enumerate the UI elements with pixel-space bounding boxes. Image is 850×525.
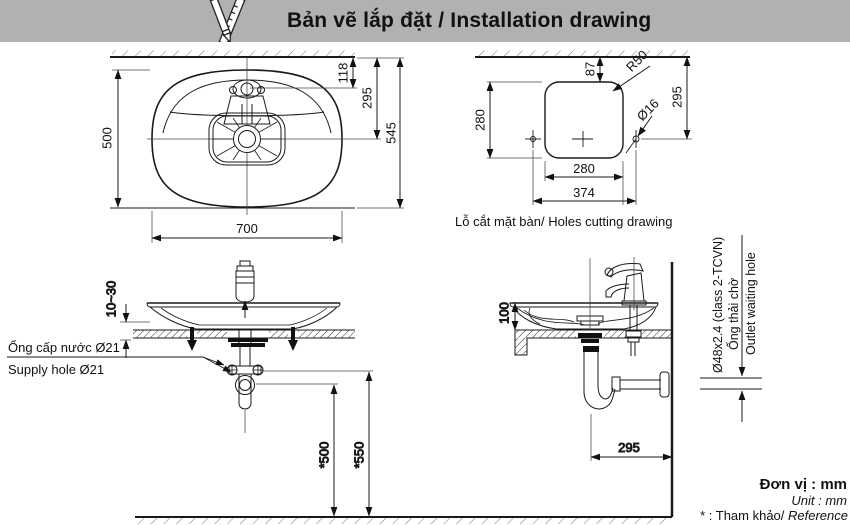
floor-hatch <box>137 518 672 524</box>
outlet-waiting-hole <box>700 235 762 422</box>
reference-note-vi: * : Tham khảo/ <box>700 508 788 523</box>
supply-label-vi: Ống cấp nước Ø21 <box>8 340 120 355</box>
unit-note-vi: Đơn vị : mm <box>760 476 847 493</box>
footer-notes: Đơn vị : mm Unit : mm * : Tham khảo/ Ref… <box>700 476 848 523</box>
dim-label-d16: Ø16 <box>634 96 662 124</box>
dim-label-545: 545 <box>383 122 398 144</box>
unit-note-en: Unit : mm <box>791 493 847 508</box>
cutout-outline <box>544 81 624 159</box>
dim-label-295r: 295 <box>669 86 684 108</box>
dim-label-295: 295 <box>359 87 374 109</box>
r50-leader <box>612 65 651 92</box>
drain-assembly-front <box>226 329 268 433</box>
center-mark <box>572 131 593 147</box>
supply-leader-1 <box>202 356 225 366</box>
dim-label-550star: *550 <box>351 442 366 469</box>
dim-label-280h: 280 <box>573 161 595 176</box>
holes-cutting-view: 280 87 R50 295 Ø16 280 374 Lỗ cắt mặt bà… <box>455 47 692 229</box>
pencil-ruler-icon <box>209 0 246 42</box>
basin-height-dim <box>509 302 519 331</box>
dim-label-500star: *500 <box>316 442 331 469</box>
d16-leader <box>637 115 653 137</box>
header-bar: Bản vẽ lắp đặt / Installation drawing <box>0 0 850 42</box>
dim-label-87: 87 <box>582 62 597 76</box>
height-dims <box>256 370 373 517</box>
outlet-label-vi: Ống thải chờ <box>726 278 741 350</box>
faucet-front <box>235 260 255 318</box>
faucet-plan <box>223 79 271 125</box>
outlet-label-en: Outlet waiting hole <box>744 252 758 355</box>
basin-front <box>146 302 341 330</box>
dim-label-700: 700 <box>236 221 258 236</box>
counter-thickness-dim <box>120 304 150 358</box>
wall-hatch <box>477 50 690 57</box>
reference-note: * : Tham khảo/ Reference <box>700 508 848 523</box>
reference-note-en: Reference <box>788 508 848 523</box>
plan-view: 500 700 118 295 545 <box>99 50 404 243</box>
counter-front <box>133 329 355 339</box>
dim-label-295wall: 295 <box>618 440 640 455</box>
drain-trap-section <box>576 258 670 410</box>
dim-label-500: 500 <box>99 127 114 149</box>
dim-label-100: 100 <box>496 302 511 324</box>
supply-label-en: Supply hole Ø21 <box>8 362 104 377</box>
faucet-section <box>604 257 647 356</box>
drain-plan <box>208 112 286 166</box>
dim-label-280v: 280 <box>472 109 487 131</box>
supply-leader-2 <box>202 356 232 373</box>
supply-hole-mark <box>525 130 541 148</box>
holes-dimensions <box>486 56 692 205</box>
dim-label-118: 118 <box>335 63 350 84</box>
holes-view-caption: Lỗ cắt mặt bàn/ Holes cutting drawing <box>455 214 673 229</box>
mounting-bolts <box>187 327 298 351</box>
dim-label-374: 374 <box>573 185 595 200</box>
counter-section <box>514 329 671 356</box>
dim-label-10-30: 10~30 <box>103 281 118 318</box>
side-view-section: Ø48x2.4 (class 2-TCVN) Ống thải chờ Outl… <box>135 235 762 524</box>
drain-to-wall-dim <box>590 414 673 461</box>
outlet-pipe-spec: Ø48x2.4 (class 2-TCVN) <box>711 237 725 373</box>
plan-dimensions <box>112 57 404 243</box>
wall-hatch <box>112 50 355 57</box>
side-view-front: 10~30 Ống cấp nước Ø21 Supply hole Ø21 *… <box>7 260 373 517</box>
page-title: Bản vẽ lắp đặt / Installation drawing <box>287 9 652 32</box>
